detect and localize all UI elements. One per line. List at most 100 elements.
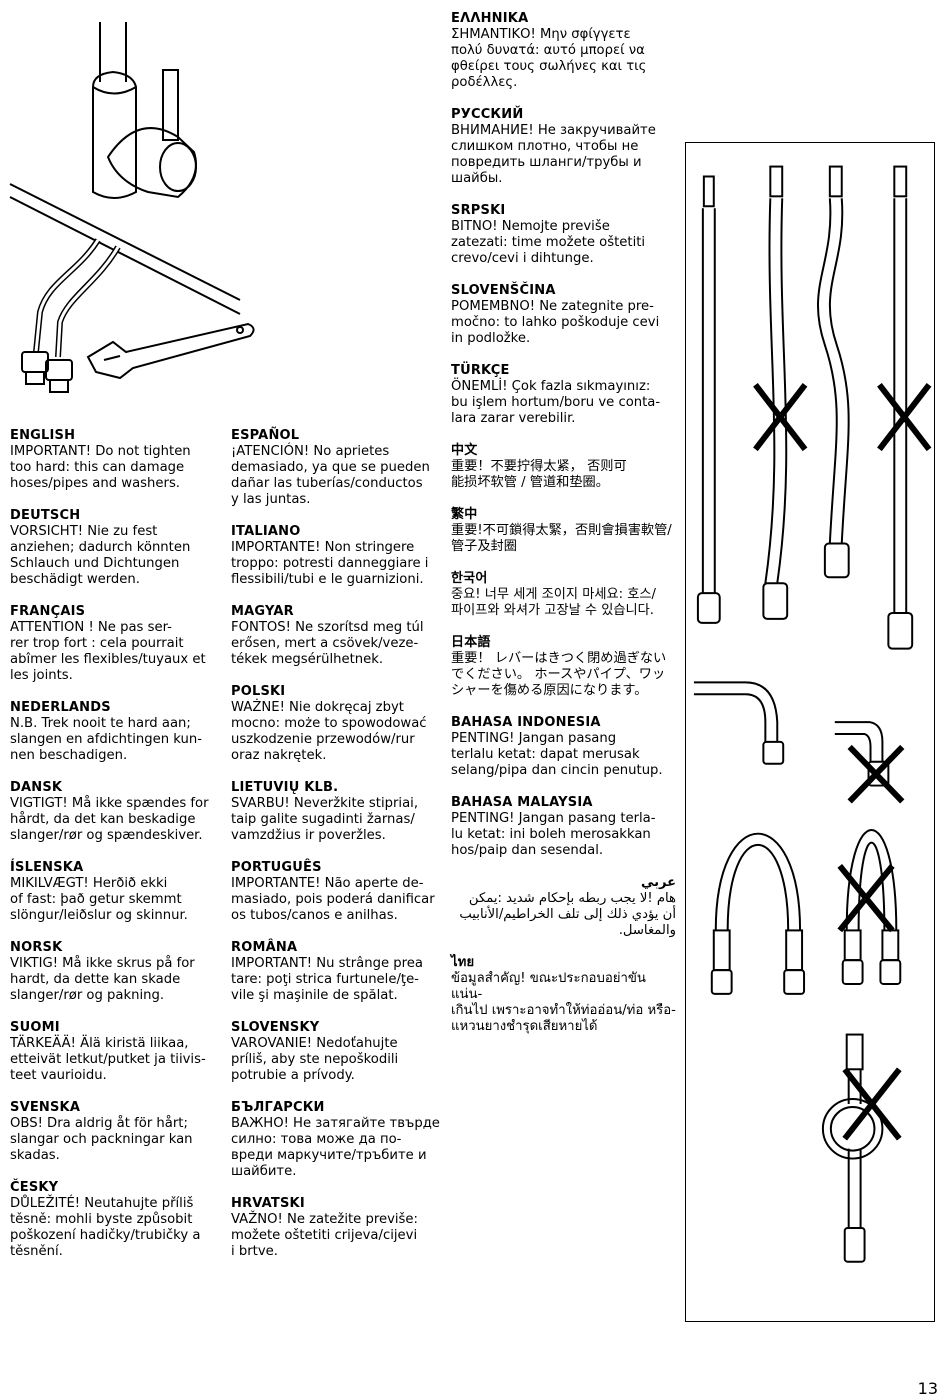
warning-text: OBS! Dra aldrig åt för hårt; slangar och… [10,1116,193,1163]
warning-text: VAROVANIE! Nedoťahujte príliš, aby ste n… [231,1036,399,1083]
language-heading: DEUTSCH [10,508,81,523]
language-heading: ΕΛΛΗΝΙΚΑ [451,11,529,26]
warning-text: IMPORTANT! Nu strânge prea tare: poţi st… [231,956,423,1003]
warning-text: ATTENTION ! Ne pas ser- rer trop fort : … [10,620,206,683]
language-heading: عربي [640,875,676,890]
hose-tight-u-wrong [837,829,902,985]
hose-straight-wrong [877,165,932,650]
language-heading: ČESKY [10,1180,59,1195]
language-heading: ไทย [451,955,475,970]
language-heading: БЪЛГАРСКИ [231,1100,325,1115]
language-heading: SLOVENSKY [231,1020,320,1035]
hose-straight-correct [696,175,721,624]
language-heading: ENGLISH [10,428,76,443]
warning-text: BITNO! Nemojte previše zatezati: time mo… [451,219,646,266]
language-heading: HRVATSKI [231,1196,305,1211]
language-section: ESPAÑOL¡ATENCIÓN! No aprietes demasiado,… [231,428,446,508]
language-heading: SVENSKA [10,1100,81,1115]
language-section: 中文 重要！不要拧得太紧， 否则可 能损坏软管 / 管道和垫圈。 [451,443,676,491]
warning-text: IMPORTANT! Do not tighten too hard: this… [10,444,191,491]
warning-text: 重要!不可鎖得太緊，否則會損害軟管/ 管子及封圈 [451,523,672,554]
language-heading: 日本語 [451,635,491,650]
language-heading: SLOVENŠČINA [451,283,556,298]
language-heading: РУССКИЙ [451,107,524,122]
language-heading: ESPAÑOL [231,428,300,443]
warning-text: IMPORTANTE! Non stringere troppo: potres… [231,540,429,587]
warning-text: 중요! 너무 세게 조이지 마세요: 호스/ 파이프와 와셔가 고장날 수 있습… [451,587,656,618]
hose-twisted-wrong [753,165,808,620]
warning-text: 重要！ レバーはきつく閉め過ぎない でください。 ホースやパイプ、ワッ シャーを… [451,651,667,698]
language-heading: DANSK [10,780,63,795]
hose-installation-panel [685,142,935,1322]
language-section: LIETUVIŲ KLB.SVARBU! Neveržkite stipriai… [231,780,446,844]
language-heading: TÜRKÇE [451,363,510,378]
warning-text: هام !لا يجب ربطه بإحكام شديد :يمكن أن يؤ… [459,891,676,938]
warning-text: VORSICHT! Nie zu fest anziehen; dadurch … [10,524,191,587]
language-heading: MAGYAR [231,604,294,619]
warning-text: ÖNEMLİ! Çok fazla sıkmayınız: bu işlem h… [451,379,661,426]
warning-text: MIKILVÆGT! Herðið ekki of fast: það getu… [10,876,188,923]
warning-text: VAŽNO! Ne zatežite previše: možete oštet… [231,1212,418,1259]
warning-text: PENTING! Jangan pasang terla- lu ketat: … [451,811,656,858]
hose-u-loop-correct [710,832,806,995]
language-heading: POLSKI [231,684,286,699]
language-heading: FRANÇAIS [10,604,86,619]
hose-coiled-wrong [821,1033,902,1263]
warning-text: ¡ATENCIÓN! No aprietes demasiado, ya que… [231,444,430,507]
language-heading: SRPSKI [451,203,506,218]
language-heading: LIETUVIŲ KLB. [231,780,339,795]
faucet-wrench-illustration [9,22,255,393]
hose-curved-correct [817,165,850,579]
language-section: ไทยข้อมูลสำคัญ! ขณะประกอบอย่าขันแน่น- เก… [451,955,676,1035]
language-heading: BAHASA MALAYSIA [451,795,593,810]
warning-text: POMEMBNO! Ne zategnite pre- močno: to la… [451,299,660,346]
instructions-column-middle: ESPAÑOL¡ATENCIÓN! No aprietes demasiado,… [231,428,446,1276]
warning-text: VIGTIGT! Må ikke spændes for hårdt, da d… [10,796,209,843]
hose-bent-correct [693,681,785,765]
language-heading: ÍSLENSKA [10,860,84,875]
language-heading: NEDERLANDS [10,700,111,715]
warning-text: ВНИМАНИЕ! Не закручивайте слишком плотно… [451,123,656,186]
warning-text: IMPORTANTE! Não aperte de- masiado, pois… [231,876,435,923]
language-heading: SUOMI [10,1020,60,1035]
warning-text: TÄRKEÄÄ! Älä kiristä liikaa, etteivät le… [10,1036,206,1083]
page-number: 13 [917,1379,938,1398]
warning-text: ВАЖНО! Не затягайте твърде силно: това м… [231,1116,440,1179]
language-heading: PORTUGUÊS [231,860,322,875]
warning-text: SVARBU! Neveržkite stipriai, taip galite… [231,796,419,843]
warning-text: WAŻNE! Nie dokręcaj zbyt mocno: może to … [231,700,427,763]
language-heading: 한국어 [451,571,488,586]
warning-text: PENTING! Jangan pasang terlalu ketat: da… [451,731,663,778]
warning-text: 重要！不要拧得太紧， 否则可 能损坏软管 / 管道和垫圈。 [451,459,627,490]
warning-text: VIKTIG! Må ikke skrus på for hardt, da d… [10,956,195,1003]
language-heading: ROMÂNA [231,940,298,955]
warning-text: ข้อมูลสำคัญ! ขณะประกอบอย่าขันแน่น- เกินไ… [451,971,676,1034]
language-heading: ITALIANO [231,524,301,539]
